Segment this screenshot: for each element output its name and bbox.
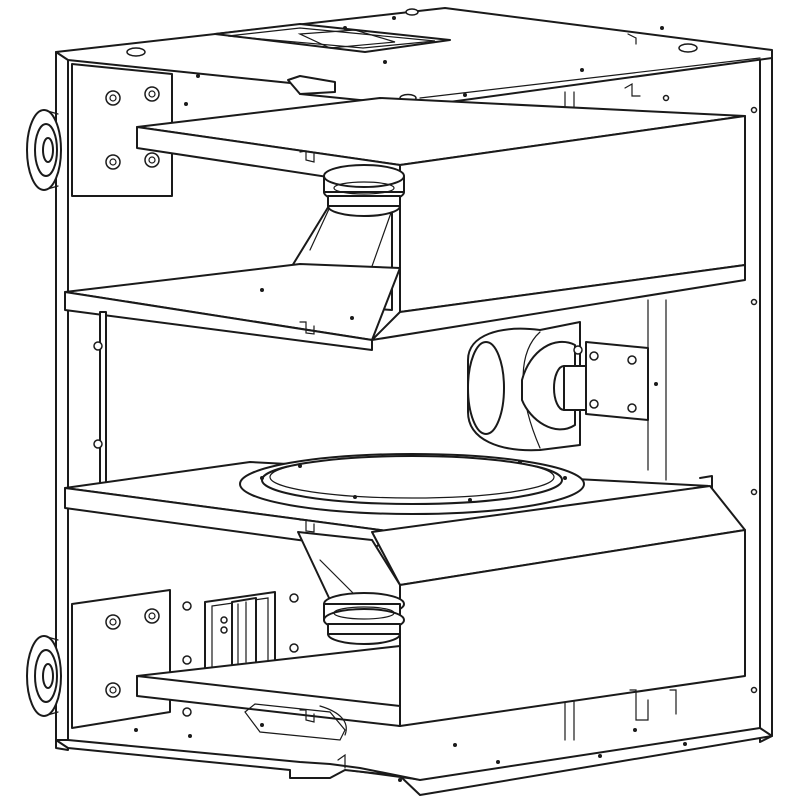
upper-woofer-chamber xyxy=(136,97,746,341)
upper-mount-plate xyxy=(71,63,188,197)
rigging-wheel-lower xyxy=(26,635,62,717)
bolt-icon xyxy=(105,608,160,698)
rigging-wheel-upper xyxy=(26,109,62,191)
bolt-icon xyxy=(182,593,299,717)
bottom-panel xyxy=(55,689,773,796)
lower-shelf xyxy=(64,453,713,551)
bottom-shelf xyxy=(136,645,401,727)
lower-mount-plate xyxy=(71,589,171,729)
middle-shelf xyxy=(64,263,401,351)
bolt-icon xyxy=(573,345,637,413)
lower-woofer-chamber xyxy=(297,485,746,727)
side-bracket xyxy=(93,311,107,499)
input-connector-plate xyxy=(573,341,658,421)
bolt-icon xyxy=(93,341,103,449)
amplifier-module xyxy=(182,591,299,717)
top-panel xyxy=(55,7,773,107)
bolt-icon xyxy=(105,86,160,170)
right-wall-fasteners xyxy=(624,82,758,694)
